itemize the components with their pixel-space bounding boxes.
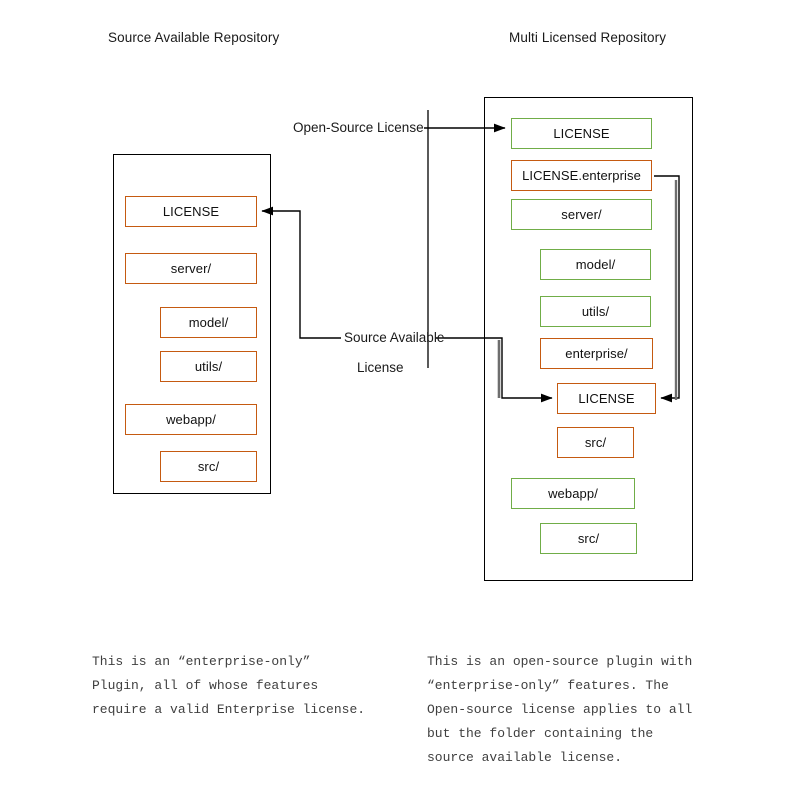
right-node-license-enterprise[interactable]: LICENSE.enterprise [511, 160, 652, 191]
node-label: utils/ [194, 359, 223, 374]
left-node-src[interactable]: src/ [160, 451, 257, 482]
right-node-enterprise-license[interactable]: LICENSE [557, 383, 656, 414]
node-label: webapp/ [166, 412, 216, 427]
right-node-server[interactable]: server/ [511, 199, 652, 230]
connector-label-source-available-line1: Source Available [344, 330, 445, 345]
node-label: src/ [577, 531, 600, 546]
node-label: model/ [575, 257, 616, 272]
node-label: LICENSE [162, 204, 220, 219]
right-node-model[interactable]: model/ [540, 249, 651, 280]
left-caption: This is an “enterprise-only” Plugin, all… [92, 654, 366, 717]
left-node-utils[interactable]: utils/ [160, 351, 257, 382]
node-label: src/ [584, 435, 607, 450]
left-node-server[interactable]: server/ [125, 253, 257, 284]
node-label: LICENSE [578, 391, 635, 406]
node-label: enterprise/ [565, 346, 628, 361]
node-label: src/ [197, 459, 220, 474]
left-node-webapp[interactable]: webapp/ [125, 404, 257, 435]
node-label: model/ [188, 315, 229, 330]
node-label: LICENSE.enterprise [522, 168, 641, 183]
right-node-license[interactable]: LICENSE [511, 118, 652, 149]
node-label: webapp/ [548, 486, 598, 501]
left-repository-title: Source Available Repository [108, 30, 280, 45]
node-label: server/ [561, 207, 602, 222]
right-node-enterprise[interactable]: enterprise/ [540, 338, 653, 369]
connector-label-open-source-license: Open-Source License [293, 120, 424, 135]
right-node-webapp-src[interactable]: src/ [540, 523, 637, 554]
node-label: utils/ [581, 304, 610, 319]
right-node-enterprise-src[interactable]: src/ [557, 427, 634, 458]
right-node-webapp[interactable]: webapp/ [511, 478, 635, 509]
right-caption: This is an open-source plugin with “ente… [427, 654, 693, 765]
right-node-utils[interactable]: utils/ [540, 296, 651, 327]
right-repository-title: Multi Licensed Repository [509, 30, 667, 45]
left-node-model[interactable]: model/ [160, 307, 257, 338]
connector-label-source-available-line2: License [357, 360, 404, 375]
node-label: server/ [170, 261, 212, 276]
left-node-license[interactable]: LICENSE [125, 196, 257, 227]
node-label: LICENSE [553, 126, 610, 141]
